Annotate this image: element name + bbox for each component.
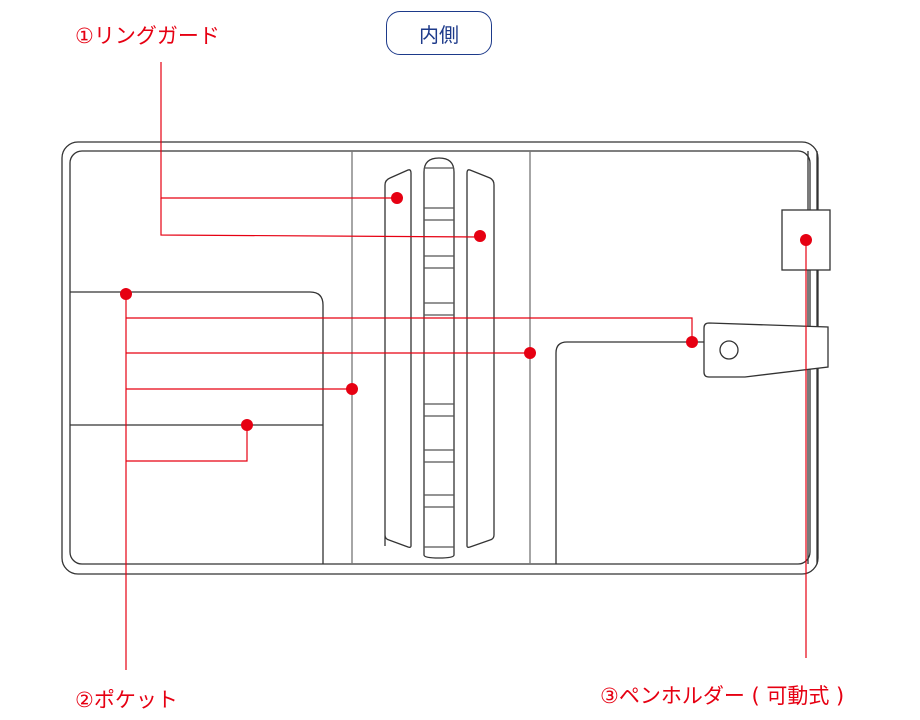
ring-guard-right	[466, 169, 495, 548]
label-ring-guard: ①リングガード	[75, 24, 220, 48]
marker-dots	[120, 192, 812, 431]
title-badge: 内側	[386, 11, 492, 55]
ring-guard-left	[384, 169, 412, 548]
label-pocket: ②ポケット	[75, 688, 178, 712]
label-pen-holder: ③ペンホルダー ( 可動式 )	[600, 684, 845, 708]
leader-lines	[125, 62, 807, 670]
ring-spine	[423, 157, 455, 559]
pen-holder	[703, 151, 831, 564]
left-pocket	[70, 291, 324, 564]
right-pocket	[555, 341, 704, 564]
